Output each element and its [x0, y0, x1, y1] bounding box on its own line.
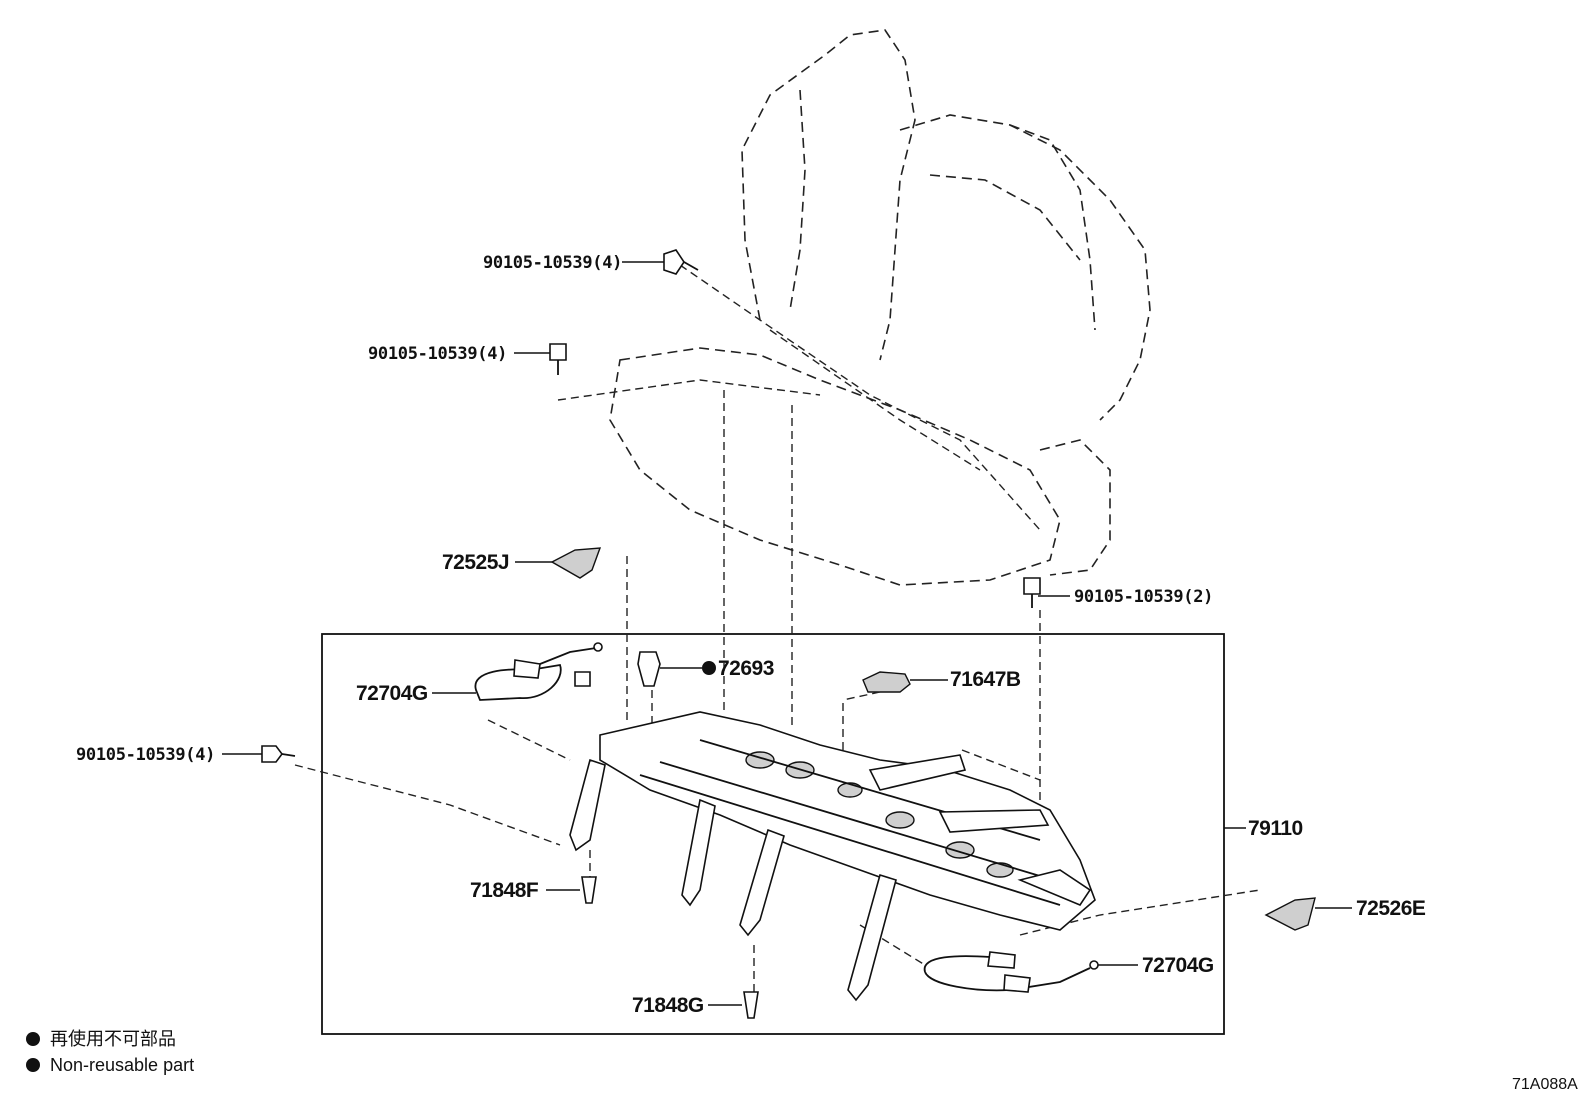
- callout-cover-72526e: 72526E: [1356, 897, 1426, 920]
- cover-72525j: [515, 547, 602, 579]
- callout-bolt-top-1: 90105-10539(4): [483, 253, 622, 273]
- bolt-90105-top-2: [514, 343, 567, 375]
- cover-72526e: [1264, 897, 1352, 931]
- bracket-71647b: [842, 671, 948, 701]
- legend: 再使用不可部品 Non-reusable part: [26, 1029, 194, 1075]
- legend-bullet-en: [26, 1058, 40, 1072]
- callout-cable-upper: 72704G: [356, 682, 428, 705]
- callout-cover-72525j: 72525J: [442, 551, 509, 574]
- seat-outline-ghost: [557, 29, 1151, 586]
- cable-72704g-lower: [923, 951, 1138, 993]
- callout-bolt-right: 90105-10539(2): [1074, 587, 1213, 607]
- cable-72704g-upper: [432, 642, 603, 701]
- bolt-90105-left: [222, 745, 296, 763]
- bolt-90105-top-1: [622, 249, 699, 275]
- legend-bullet-jp: [26, 1032, 40, 1046]
- pin-71848f: [546, 876, 597, 904]
- callout-pin-71848f: 71848F: [470, 879, 539, 902]
- legend-text-jp: 再使用不可部品: [50, 1029, 176, 1049]
- bolt-90105-right: [1023, 577, 1070, 608]
- pin-71848g: [708, 991, 759, 1019]
- diagram-code: 71A088A: [1512, 1076, 1578, 1093]
- callout-clip-72693: 72693: [718, 657, 774, 680]
- callout-bolt-top-2: 90105-10539(4): [368, 344, 507, 364]
- callout-bolt-left: 90105-10539(4): [76, 745, 215, 765]
- callout-cable-lower: 72704G: [1142, 954, 1214, 977]
- callout-bracket-71647b: 71647B: [950, 668, 1021, 691]
- seat-frame-79110: [569, 711, 1096, 1002]
- callout-frame-79110: 79110: [1248, 817, 1303, 840]
- clip-72693: [637, 651, 716, 687]
- callout-pin-71848g: 71848G: [632, 994, 704, 1017]
- legend-text-en: Non-reusable part: [50, 1055, 194, 1075]
- frame-assembly-box: [321, 633, 1225, 1035]
